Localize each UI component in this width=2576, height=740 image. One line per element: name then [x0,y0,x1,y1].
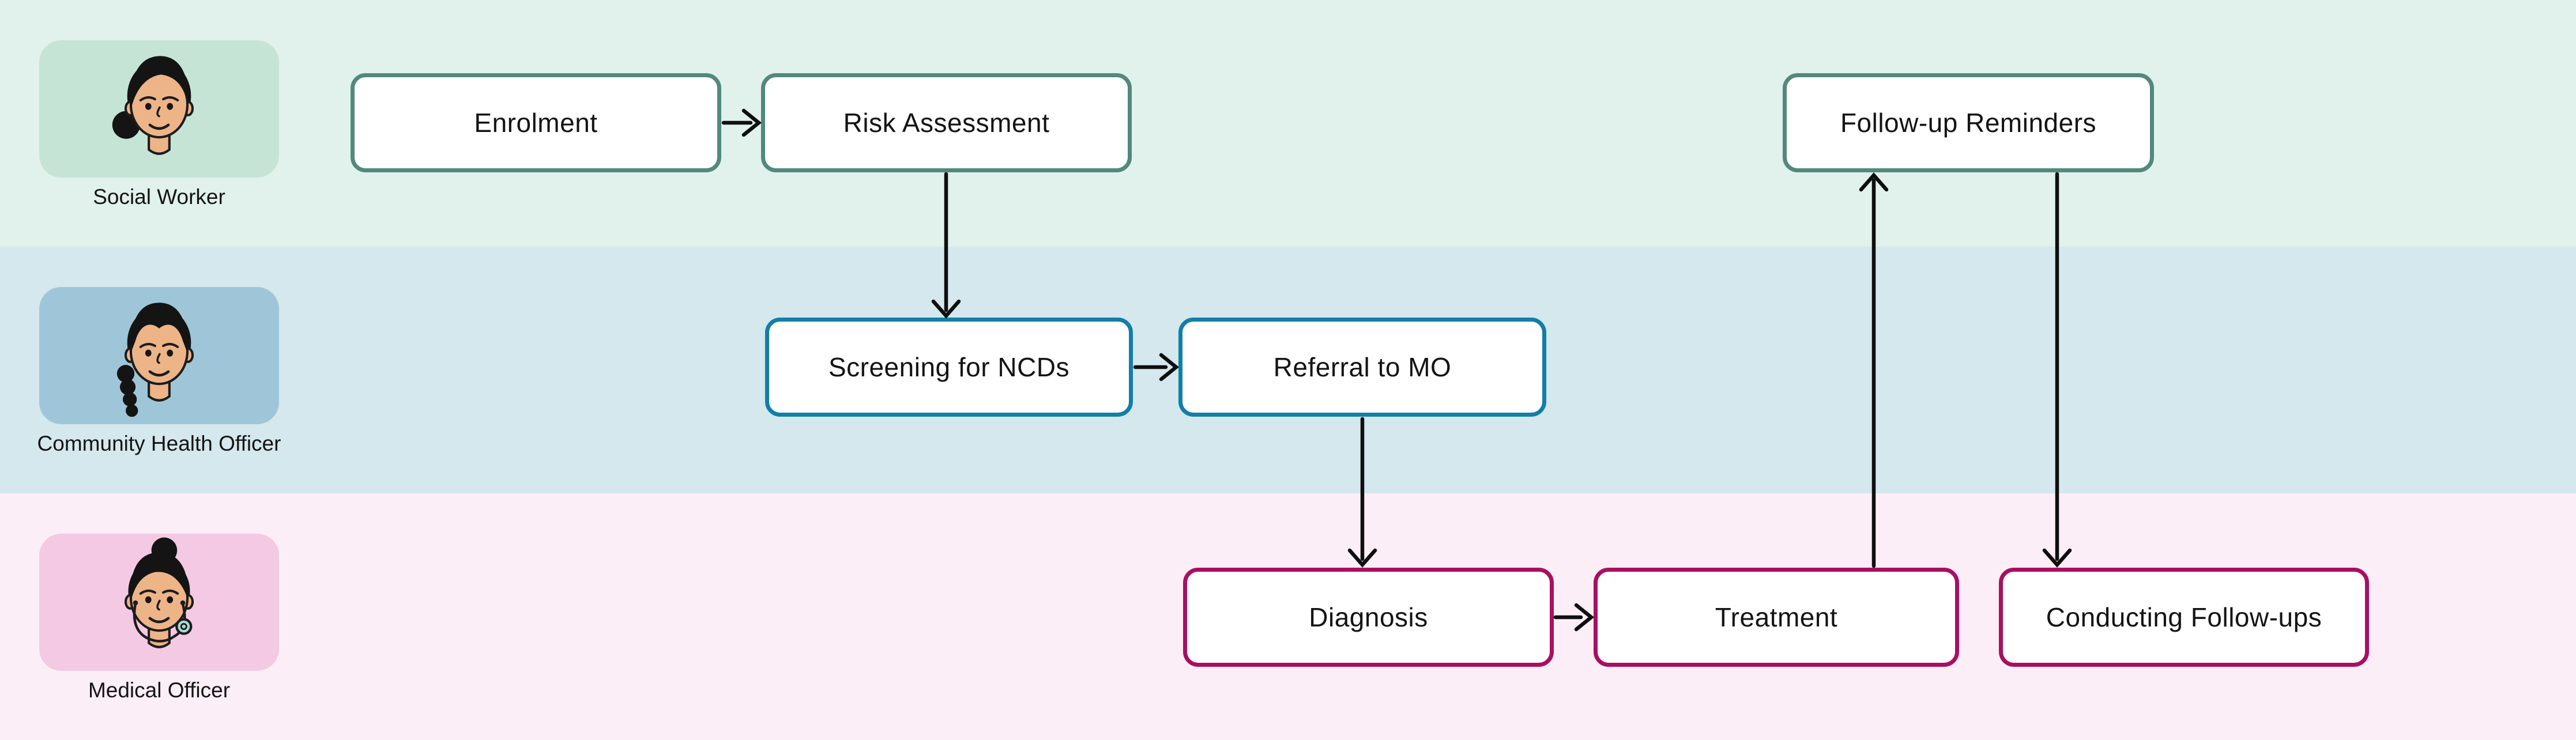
node-enrolment-label: Enrolment [474,108,598,138]
woman-braid-avatar-icon [116,303,194,417]
node-follow-up-reminders-label: Follow-up Reminders [1840,108,2097,138]
node-enrolment: Enrolment [351,73,721,172]
node-conducting-follow-ups: Conducting Follow-ups [1999,568,2369,667]
node-treatment: Treatment [1594,568,1959,667]
stethoscope-icon [133,600,193,643]
node-diagnosis-label: Diagnosis [1309,602,1428,632]
node-referral-to-mo: Referral to MO [1178,318,1546,417]
node-screening-for-ncds: Screening for NCDs [765,318,1133,417]
node-follow-up-reminders: Follow-up Reminders [1783,73,2154,172]
node-risk-assessment: Risk Assessment [761,73,1132,172]
woman-side-bun-avatar-icon [112,56,194,155]
node-screening-for-ncds-label: Screening for NCDs [828,352,1070,382]
lane-label-community-health-officer: Community Health Officer [37,432,281,455]
node-referral-to-mo-label: Referral to MO [1273,352,1452,382]
node-risk-assessment-label: Risk Assessment [843,108,1050,138]
node-diagnosis: Diagnosis [1183,568,1554,667]
node-conducting-follow-ups-label: Conducting Follow-ups [2046,602,2322,632]
lane-label-social-worker: Social Worker [93,185,225,209]
node-treatment-label: Treatment [1715,602,1838,632]
woman-bun-stethoscope-avatar-icon [124,537,194,648]
lane-label-medical-officer: Medical Officer [88,678,231,702]
